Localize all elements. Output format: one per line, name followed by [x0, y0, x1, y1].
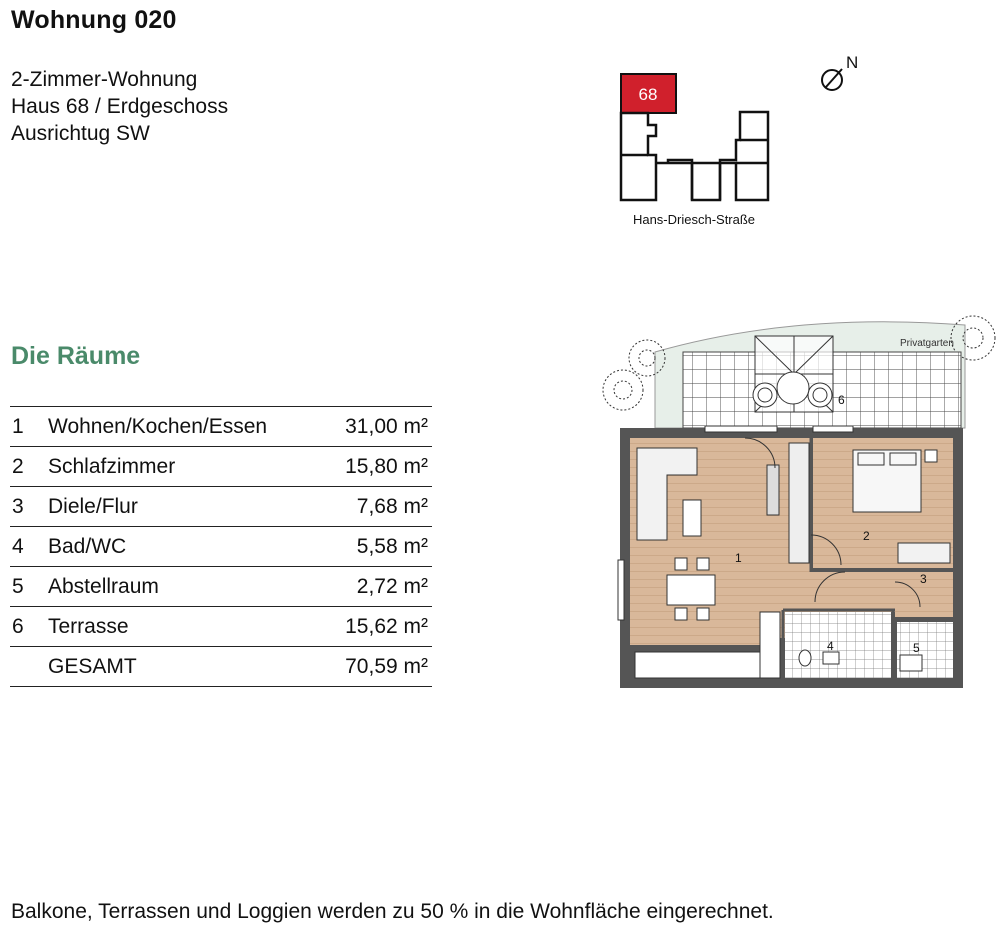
room-area: 7,68 m² [322, 486, 432, 527]
room-area: 5,58 m² [322, 526, 432, 567]
room-area: 2,72 m² [322, 566, 432, 607]
room-name: Diele/Flur [48, 486, 323, 527]
footer-note: Balkone, Terrassen und Loggien werden zu… [11, 900, 774, 923]
apartment-type: 2-Zimmer-Wohnung [11, 68, 198, 91]
house-number: 68 [639, 85, 658, 104]
room-label-4: 4 [827, 639, 834, 653]
north-arrow-icon: N [821, 53, 858, 91]
apartment-info: 2-Zimmer-Wohnung Haus 68 / Erdgeschoss A… [11, 66, 228, 147]
bathroom-floor [785, 612, 891, 678]
table-row: 6 Terrasse 15,62 m² [10, 606, 432, 647]
room-name: Wohnen/Kochen/Essen [48, 406, 323, 447]
dining-table [666, 574, 716, 606]
room-name: Terrasse [48, 606, 323, 647]
table-total-row: GESAMT 70,59 m² [10, 646, 432, 687]
kitchen-counter [634, 651, 781, 679]
garden-label: Privatgarten [900, 338, 954, 349]
coffee-table [682, 499, 702, 537]
table-row: 1 Wohnen/Kochen/Essen 31,00 m² [10, 406, 432, 447]
room-number: 4 [10, 526, 48, 567]
table-row: 2 Schlafzimmer 15,80 m² [10, 446, 432, 487]
table-row: 4 Bad/WC 5,58 m² [10, 526, 432, 567]
apartment-location: Haus 68 / Erdgeschoss [11, 95, 229, 118]
room-name: Abstellraum [48, 566, 323, 607]
rooms-heading: Die Räume [11, 342, 141, 370]
bed [852, 449, 922, 513]
total-area: 70,59 m² [322, 646, 432, 687]
room-number: 1 [10, 406, 48, 447]
room-name: Schlafzimmer [48, 446, 323, 487]
page-title: Wohnung 020 [11, 6, 177, 34]
sofa [636, 447, 698, 541]
room-number [10, 646, 48, 687]
terrace-furniture [752, 335, 834, 413]
room-area: 31,00 m² [322, 406, 432, 447]
room-number: 2 [10, 446, 48, 487]
site-plan: N 68 Hans-Driesch-Straße [619, 53, 858, 227]
apartment-orientation: Ausrichtug SW [11, 122, 150, 145]
street-name: Hans-Driesch-Straße [633, 212, 755, 227]
room-number: 5 [10, 566, 48, 607]
rooms-table: 1 Wohnen/Kochen/Essen 31,00 m² 2 Schlafz… [10, 406, 432, 687]
tree-icon [602, 315, 996, 411]
north-label: N [846, 53, 858, 72]
building-outline [619, 110, 770, 202]
floor-plan: Privatgarten 6 4 5 [602, 315, 996, 688]
room-area: 15,62 m² [322, 606, 432, 647]
room-area: 15,80 m² [322, 446, 432, 487]
room-label-2: 2 [863, 529, 870, 543]
room-label-6: 6 [838, 393, 845, 407]
room-name: Bad/WC [48, 526, 323, 567]
room-label-5: 5 [913, 641, 920, 655]
table-row: 3 Diele/Flur 7,68 m² [10, 486, 432, 527]
room-label-1: 1 [735, 551, 742, 565]
room-label-3: 3 [920, 572, 927, 586]
table-row: 5 Abstellraum 2,72 m² [10, 566, 432, 607]
house-68-marker [620, 73, 677, 114]
room-number: 3 [10, 486, 48, 527]
total-label: GESAMT [48, 646, 323, 687]
room-number: 6 [10, 606, 48, 647]
